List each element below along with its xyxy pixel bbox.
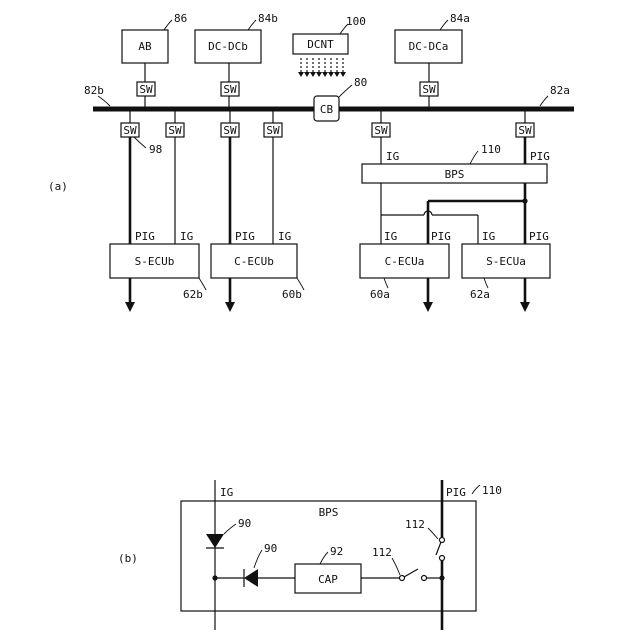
cecua-60a-leader xyxy=(384,278,388,288)
ab-switch-label: SW xyxy=(139,83,153,96)
bps-pig-in-label: PIG xyxy=(530,150,550,163)
dcdca-ref: 84a xyxy=(450,12,470,25)
cap-ref: 92 xyxy=(330,545,343,558)
secua-pig-label: PIG xyxy=(529,230,549,243)
panel-a-label: (a) xyxy=(48,180,68,193)
ig-junction-dot xyxy=(212,575,217,580)
switch-ref-2: 112 xyxy=(372,546,392,559)
cecua-label: C-ECUa xyxy=(385,255,425,268)
cecua-ig-label: IG xyxy=(384,230,397,243)
switch-ref-1: 112 xyxy=(405,518,425,531)
bps-ig-switch-label: SW xyxy=(374,124,388,137)
ab-86-leader xyxy=(164,20,172,30)
cecub-ig-switch-label: SW xyxy=(266,124,280,137)
bps-detail-label: BPS xyxy=(319,506,339,519)
dcnt-ref: 100 xyxy=(346,15,366,28)
detail-bps-ref: 110 xyxy=(482,484,502,497)
bus-82b-leader xyxy=(98,96,110,106)
dcnt-signal-arrows xyxy=(298,58,346,77)
bps-label: BPS xyxy=(445,168,465,181)
secua-label: S-ECUa xyxy=(486,255,526,268)
dcdca-84a-leader xyxy=(440,20,448,30)
dcnt-label: DCNT xyxy=(307,38,334,51)
diode-ref-2: 90 xyxy=(264,542,277,555)
secua-ig-label: IG xyxy=(482,230,495,243)
secub-label: S-ECUb xyxy=(135,255,175,268)
panel-b-label: (b) xyxy=(118,552,138,565)
bps-ref: 110 xyxy=(481,143,501,156)
bus-82b-ref: 82b xyxy=(84,84,104,97)
detail-pig-label: PIG xyxy=(446,486,466,499)
cb-ref: 80 xyxy=(354,76,367,89)
bus-82a-ref: 82a xyxy=(550,84,570,97)
secua-ref: 62a xyxy=(470,288,490,301)
cecua-out-arrow xyxy=(423,302,433,312)
pig-junction-dot xyxy=(439,575,444,580)
dcdcb-ref: 84b xyxy=(258,12,278,25)
cecub-out-arrow xyxy=(225,302,235,312)
cecub-pig-label: PIG xyxy=(235,230,255,243)
bus-82a-leader xyxy=(540,96,548,106)
ab-label: AB xyxy=(138,40,152,53)
secub-pig-label: PIG xyxy=(135,230,155,243)
diode-ref-1: 90 xyxy=(238,517,251,530)
cecua-ref: 60a xyxy=(370,288,390,301)
cecub-label: C-ECUb xyxy=(234,255,274,268)
cecua-pig-label: PIG xyxy=(431,230,451,243)
cecub-pig-switch-label: SW xyxy=(223,124,237,137)
secub-pig-switch-label: SW xyxy=(123,124,137,137)
bps-pig-switch-label: SW xyxy=(518,124,532,137)
secub-ig-switch-label: SW xyxy=(168,124,182,137)
dcdcb-84b-leader xyxy=(248,20,256,30)
ab-ref: 86 xyxy=(174,12,187,25)
cecub-ref: 60b xyxy=(282,288,302,301)
detail-110-leader xyxy=(472,485,480,494)
secua-62a-leader xyxy=(484,278,488,288)
secub-ig-label: IG xyxy=(180,230,193,243)
switch-98-leader xyxy=(134,137,146,148)
bps-ig-in-label: IG xyxy=(386,150,399,163)
dcdcb-switch-label: SW xyxy=(223,83,237,96)
detail-ig-label: IG xyxy=(220,486,233,499)
switch-98-ref: 98 xyxy=(149,143,162,156)
dcdca-label: DC-DCa xyxy=(409,40,449,53)
cb-80-leader xyxy=(339,85,352,97)
bps-110-leader xyxy=(470,151,478,164)
secub-ref: 62b xyxy=(183,288,203,301)
cecub-ig-label: IG xyxy=(278,230,291,243)
cap-label: CAP xyxy=(318,573,338,586)
cb-label: CB xyxy=(320,103,334,116)
secub-out-arrow xyxy=(125,302,135,312)
secua-out-arrow xyxy=(520,302,530,312)
dcdca-switch-label: SW xyxy=(422,83,436,96)
dcdcb-label: DC-DCb xyxy=(208,40,248,53)
